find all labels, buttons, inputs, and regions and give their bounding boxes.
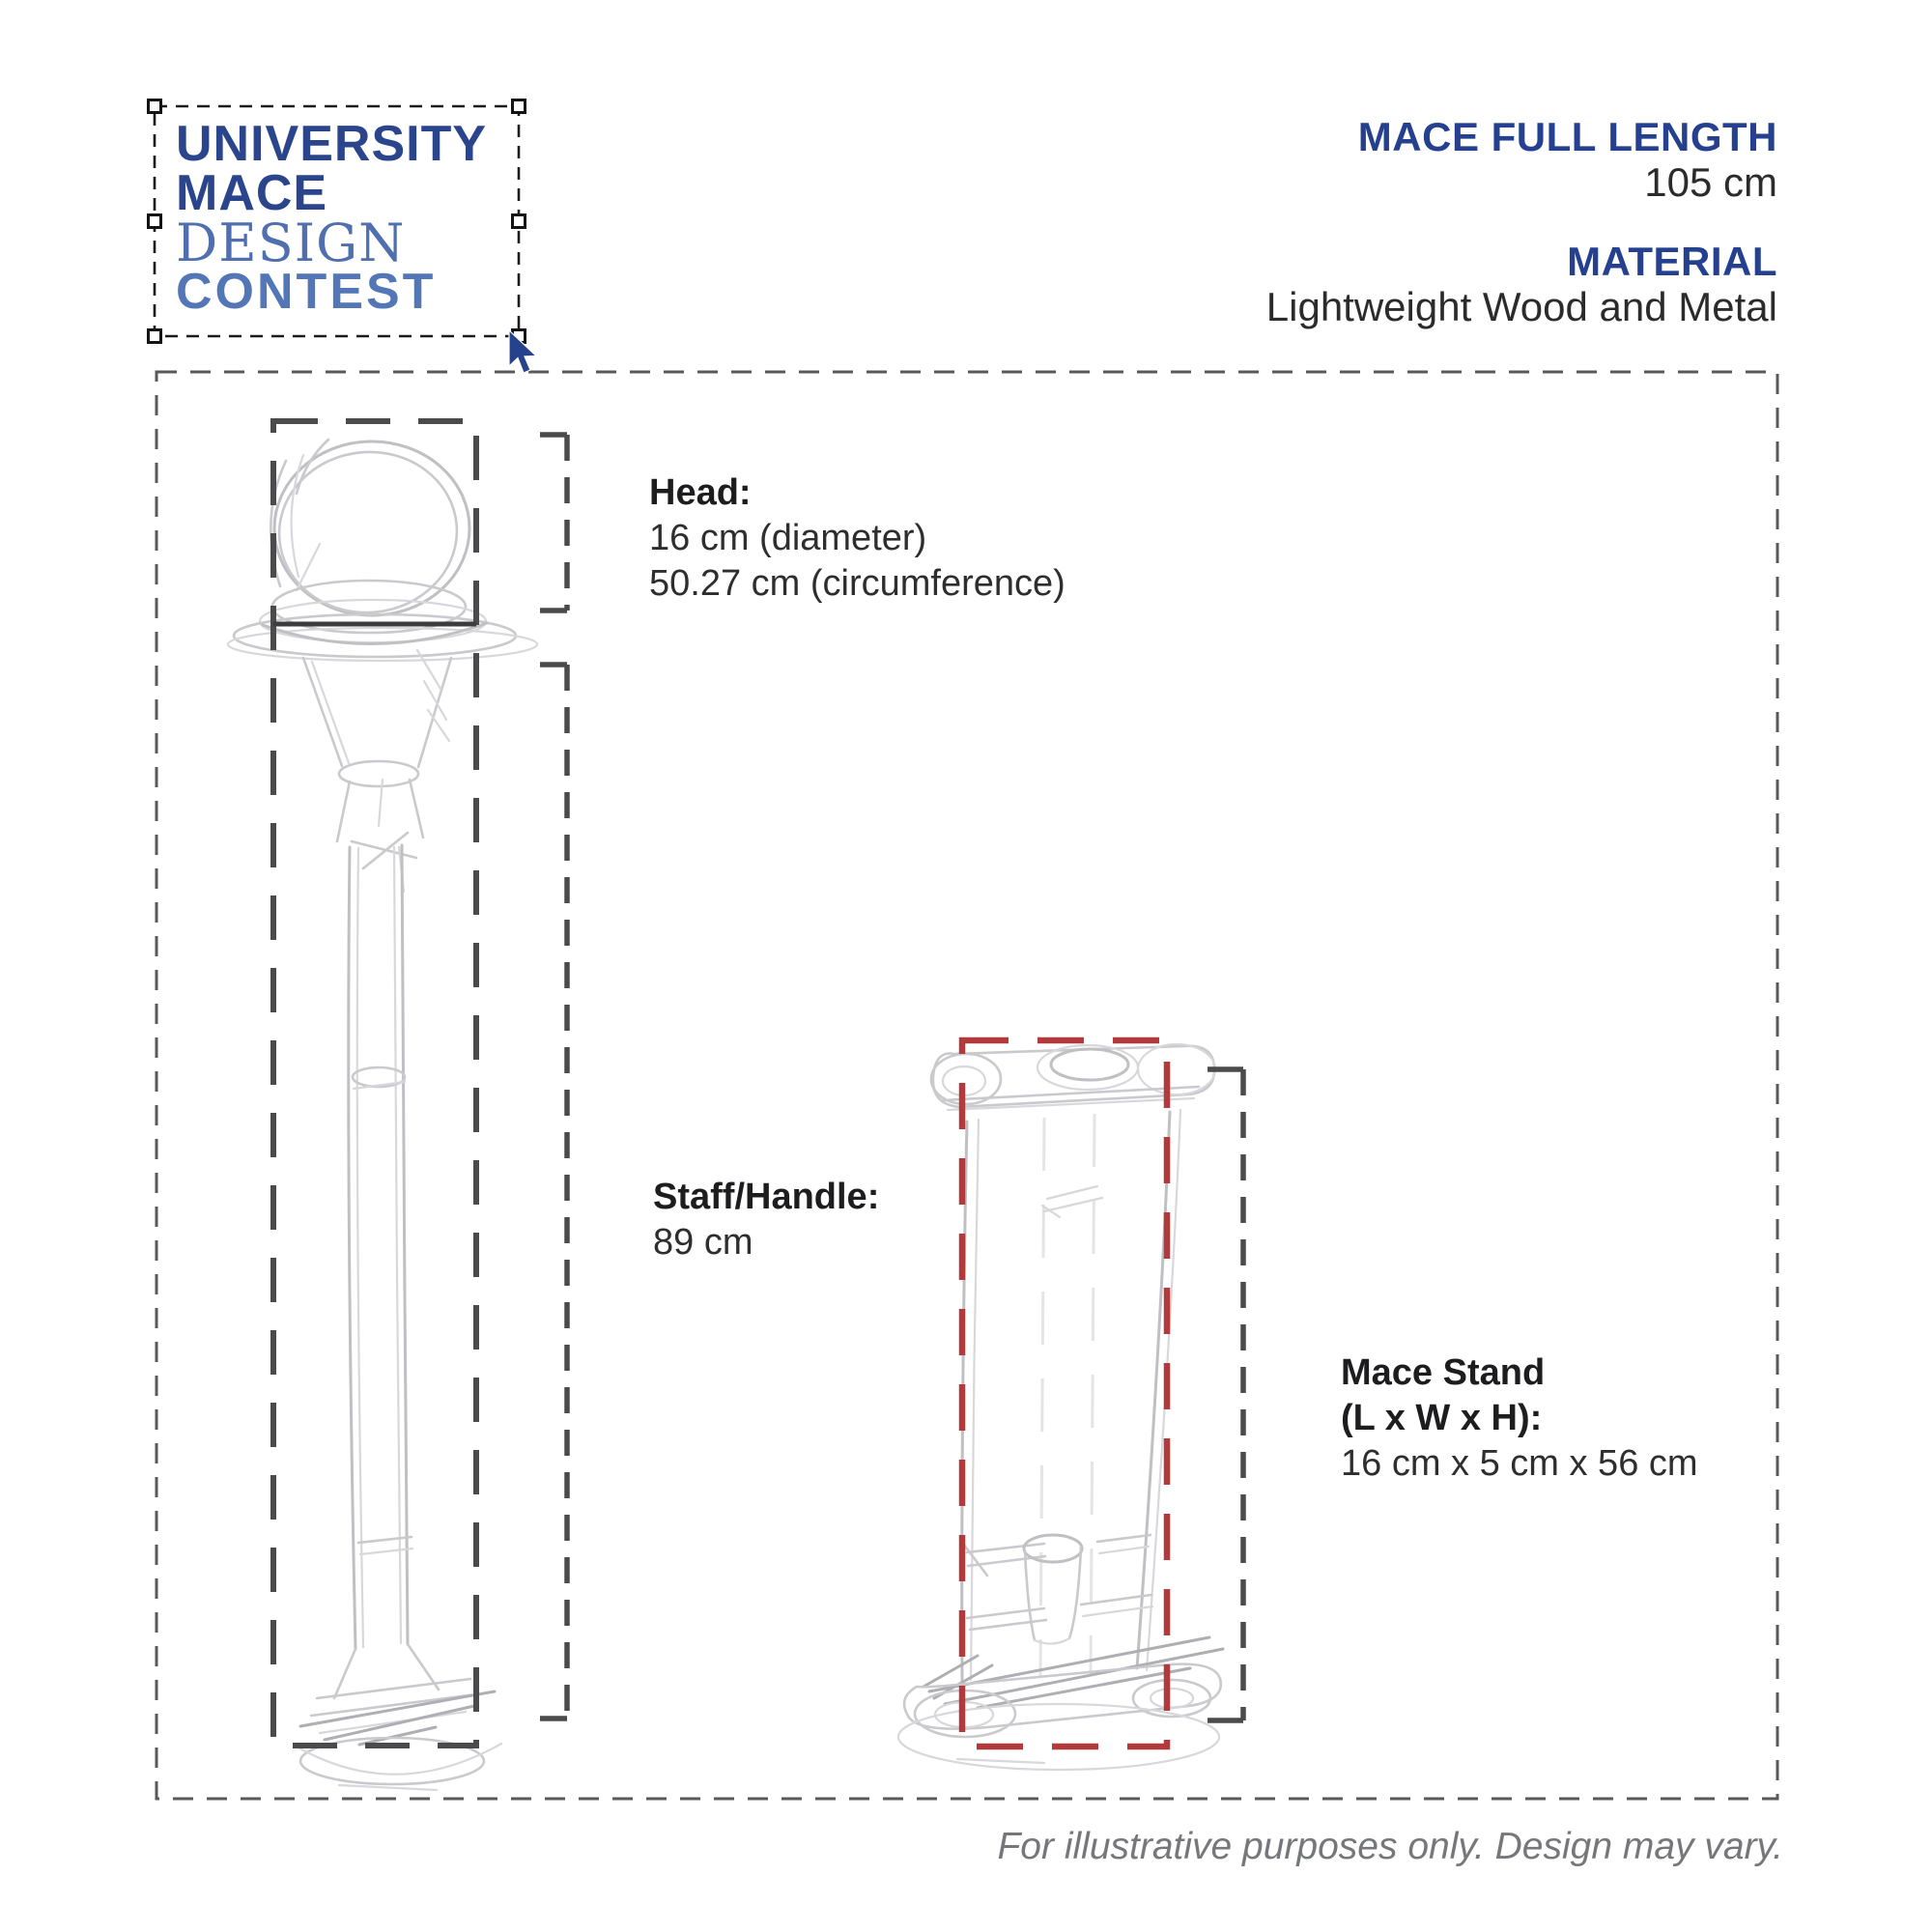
logo-line-university: UNIVERSITY [176,116,488,172]
head-annotation-title: Head: [649,472,752,513]
stand-annotation-title-2: (L x W x H): [1341,1398,1543,1438]
head-measure-bracket [540,432,570,613]
stand-annotation-title-1: Mace Stand [1341,1352,1546,1393]
head-annotation: Head: 16 cm (diameter) 50.27 cm (circumf… [649,470,1065,607]
logo-selection-box[interactable]: UNIVERSITY MACE DESIGN CONTEST [155,106,519,336]
staff-annotation-value: 89 cm [653,1222,753,1263]
selection-handle-top-right[interactable] [511,99,526,114]
content-border [155,370,1779,1801]
material-label: MATERIAL [1567,239,1777,284]
staff-measure-bracket [540,662,570,1721]
spec-panel: MACE FULL LENGTH 105 cm MATERIAL Lightwe… [1266,114,1777,329]
logo-line-design: DESIGN [176,213,406,273]
selection-handle-mid-left[interactable] [147,213,162,229]
stand-bounding-box [958,1037,1171,1750]
selection-handle-top-left[interactable] [147,99,162,114]
head-annotation-circumference: 50.27 cm (circumference) [649,563,1065,604]
disclaimer-text: For illustrative purposes only. Design m… [997,1826,1783,1867]
logo-line-contest: CONTEST [176,264,437,320]
stand-annotation: Mace Stand (L x W x H): 16 cm x 5 cm x 5… [1341,1350,1698,1487]
mace-bounding-box [270,418,479,1748]
mace-sketch [226,438,539,1792]
full-length-label: MACE FULL LENGTH [1357,114,1777,159]
cursor-icon [508,329,538,374]
full-length-value: 105 cm [1644,159,1777,205]
head-annotation-diameter: 16 cm (diameter) [649,518,927,558]
stand-annotation-value: 16 cm x 5 cm x 56 cm [1341,1443,1698,1484]
material-value: Lightweight Wood and Metal [1265,284,1777,329]
stand-measure-bracket [1208,1066,1246,1723]
staff-annotation: Staff/Handle: 89 cm [653,1175,879,1265]
selection-handle-mid-right[interactable] [511,213,526,229]
selection-handle-bottom-left[interactable] [147,328,162,344]
staff-annotation-title: Staff/Handle: [653,1177,880,1217]
logo-line-mace: MACE [176,165,328,221]
